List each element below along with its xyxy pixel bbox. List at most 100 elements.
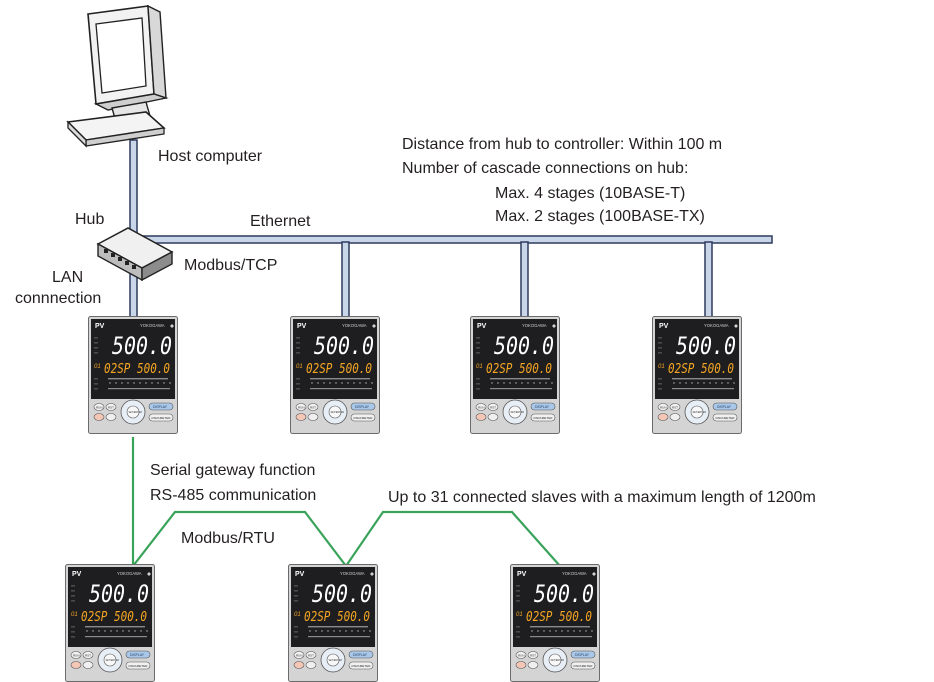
brand-label: YOKOGAWA [140, 323, 165, 328]
run-key[interactable] [515, 651, 527, 659]
user-key-1[interactable] [475, 413, 487, 421]
run-key[interactable] [70, 651, 82, 659]
controller: PV YOKOGAWA 500.0 01 02SP 500.0 RUN RST … [652, 316, 742, 434]
display-key[interactable] [148, 402, 174, 411]
run-key-label: RUN [296, 654, 303, 658]
user-key-1[interactable] [70, 661, 82, 669]
rst-key[interactable] [527, 651, 539, 659]
host-computer-label: Host computer [158, 148, 263, 165]
rst-key-label: RST [108, 406, 114, 410]
run-key[interactable] [295, 403, 307, 411]
output-bar [108, 388, 170, 390]
parameter-key[interactable] [712, 413, 738, 422]
rst-key[interactable] [487, 403, 499, 411]
display-key-label: DISPLAY [153, 405, 168, 409]
parameter-key[interactable] [350, 413, 376, 422]
run-key[interactable] [475, 403, 487, 411]
parameter-key-label: PARAMETER [534, 416, 554, 420]
user-key-2[interactable] [105, 413, 117, 421]
rst-key[interactable] [307, 403, 319, 411]
user-key-2[interactable] [487, 413, 499, 421]
set-enter-key[interactable] [548, 653, 562, 667]
display-key-label: DISPLAY [535, 405, 550, 409]
sp-value: 02SP 500.0 [104, 362, 170, 377]
set-enter-key[interactable] [328, 405, 342, 419]
run-key-label: RUN [96, 406, 103, 410]
run-key[interactable] [657, 403, 669, 411]
host-cable [129, 139, 138, 239]
parameter-key[interactable] [348, 661, 374, 670]
parameter-key[interactable] [125, 661, 151, 670]
bar-scale-dots [673, 382, 735, 384]
set-enter-key[interactable] [690, 405, 704, 419]
user-key-2[interactable] [307, 413, 319, 421]
run-key[interactable] [93, 403, 105, 411]
set-enter-key-label: SET/ENTER [551, 659, 565, 662]
deviation-bar [490, 378, 550, 380]
brand-diamond-icon [170, 324, 174, 328]
user-key-1[interactable] [515, 661, 527, 669]
pv-value: 500.0 [314, 332, 374, 360]
user-key-2[interactable] [82, 661, 94, 669]
user-key-1[interactable] [293, 661, 305, 669]
pv-value: 500.0 [534, 580, 594, 608]
rst-key[interactable] [105, 403, 117, 411]
parameter-key-label: PARAMETER [716, 416, 736, 420]
loop-tag: 01 [516, 612, 523, 618]
display-key[interactable] [530, 402, 556, 411]
set-enter-key[interactable] [126, 405, 140, 419]
set-enter-key[interactable] [103, 653, 117, 667]
rst-key[interactable] [82, 651, 94, 659]
lan-connection-label-1: LAN [52, 269, 84, 286]
display-key[interactable] [570, 650, 596, 659]
set-enter-key-label: SET/ENTER [329, 659, 343, 662]
sp-value: 02SP 500.0 [81, 610, 147, 625]
modbus-tcp-label: Modbus/TCP [184, 257, 278, 274]
set-enter-key[interactable] [508, 405, 522, 419]
display-key[interactable] [350, 402, 376, 411]
run-key[interactable] [293, 651, 305, 659]
parameter-key[interactable] [148, 413, 174, 422]
user-key-2[interactable] [527, 661, 539, 669]
sp-value: 02SP 500.0 [306, 362, 372, 377]
pv-value: 500.0 [676, 332, 736, 360]
bar-scale-dots [531, 630, 593, 632]
brand-label: YOKOGAWA [522, 323, 547, 328]
rst-key[interactable] [305, 651, 317, 659]
display-key[interactable] [125, 650, 151, 659]
hub-icon [96, 227, 174, 282]
controller-display [655, 319, 739, 399]
parameter-key[interactable] [570, 661, 596, 670]
rst-key-label: RST [85, 654, 91, 658]
user-key-2[interactable] [669, 413, 681, 421]
user-key-1[interactable] [657, 413, 669, 421]
display-key[interactable] [348, 650, 374, 659]
run-key-label: RUN [73, 654, 80, 658]
ethernet-bus [133, 235, 773, 244]
parameter-key[interactable] [530, 413, 556, 422]
output-bar [308, 636, 370, 638]
rst-key-label: RST [672, 406, 678, 410]
deviation-bar [308, 626, 368, 628]
user-key-2[interactable] [305, 661, 317, 669]
controller-display [291, 567, 375, 647]
brand-label: YOKOGAWA [562, 571, 587, 576]
display-key-label: DISPLAY [717, 405, 732, 409]
display-key[interactable] [712, 402, 738, 411]
output-bar [672, 388, 734, 390]
brand-diamond-icon [734, 324, 738, 328]
controller: PV YOKOGAWA 500.0 01 02SP 500.0 RUN RST … [88, 316, 178, 434]
run-key-label: RUN [518, 654, 525, 658]
set-enter-key[interactable] [326, 653, 340, 667]
host-computer-icon [66, 4, 169, 148]
output-bar [490, 388, 552, 390]
controller-display [91, 319, 175, 399]
pv-label: PV [477, 323, 487, 330]
status-lamps [294, 585, 298, 638]
rst-key[interactable] [669, 403, 681, 411]
user-key-1[interactable] [295, 413, 307, 421]
status-lamps [516, 585, 520, 638]
status-lamps [94, 337, 98, 390]
controller-display [513, 567, 597, 647]
user-key-1[interactable] [93, 413, 105, 421]
